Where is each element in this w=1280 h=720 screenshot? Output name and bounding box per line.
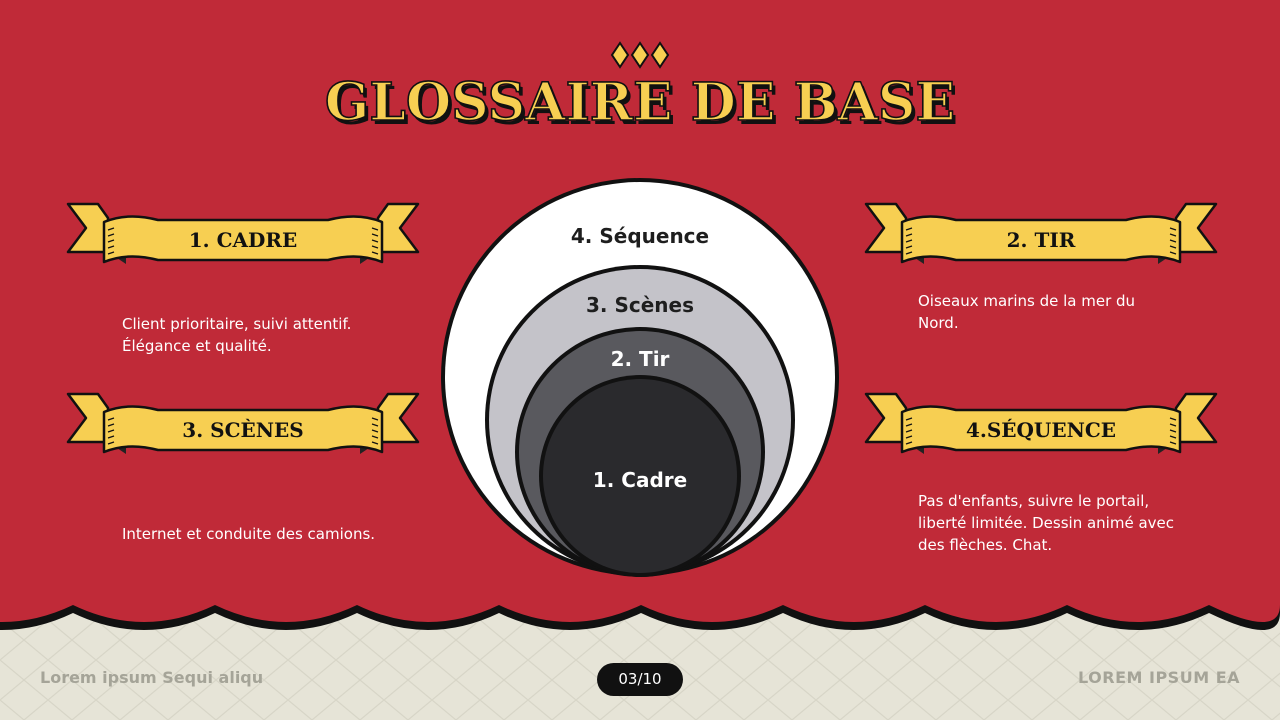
circle-tir-label: 2. Tir	[611, 347, 670, 371]
description-scenes-line-1: Internet et conduite des camions.	[122, 525, 376, 543]
circle-cadre	[543, 379, 737, 573]
description-tir: Oiseaux marins de la mer du Nord.	[918, 290, 1135, 334]
banner-sequence: 4.SÉQUENCE	[864, 392, 1218, 456]
description-cadre: Client prioritaire, suivi attentif. Élég…	[122, 313, 351, 357]
description-tir-line-1: Oiseaux marins de la mer du	[918, 292, 1136, 310]
description-scenes: Internet et conduite des camions.	[122, 523, 375, 545]
description-sequence: Pas d'enfants, suivre le portail, libert…	[918, 490, 1174, 556]
circle-cadre-label: 1. Cadre	[593, 468, 687, 492]
banner-tir: 2. TIR	[864, 202, 1218, 266]
description-cadre-line-2: Élégance et qualité.	[122, 337, 272, 355]
banner-cadre: 1. CADRE	[66, 202, 420, 266]
circle-scenes-label: 3. Scènes	[586, 293, 694, 317]
page-title-shadow: GLOSSAIRE DE BASE	[328, 76, 958, 137]
banner-scenes: 3. SCÈNES	[66, 392, 420, 456]
banner-tir-label: 2. TIR	[1007, 228, 1076, 252]
description-tir-line-2: Nord.	[918, 314, 959, 332]
description-sequence-line-2: liberté limitée. Dessin animé avec	[918, 514, 1174, 532]
page-title: GLOSSAIRE DE BASE	[325, 72, 955, 133]
banner-sequence-label: 4.SÉQUENCE	[966, 418, 1116, 442]
circle-sequence-label: 4. Séquence	[571, 224, 709, 248]
description-sequence-line-1: Pas d'enfants, suivre le portail,	[918, 492, 1150, 510]
description-cadre-line-1: Client prioritaire, suivi attentif.	[122, 315, 352, 333]
footer-left-text: Lorem ipsum Sequi aliqu	[40, 668, 264, 687]
nested-circles-diagram: 4. Séquence 3. Scènes 2. Tir 1. Cadre	[441, 178, 839, 577]
description-sequence-line-3: des flèches. Chat.	[918, 536, 1053, 554]
footer-right-text: LOREM IPSUM EA	[1078, 668, 1240, 687]
page-number-badge: 03/10	[597, 663, 683, 696]
banner-cadre-label: 1. CADRE	[189, 228, 298, 252]
diamond-ornament-icon	[610, 41, 670, 69]
banner-scenes-label: 3. SCÈNES	[182, 418, 303, 442]
